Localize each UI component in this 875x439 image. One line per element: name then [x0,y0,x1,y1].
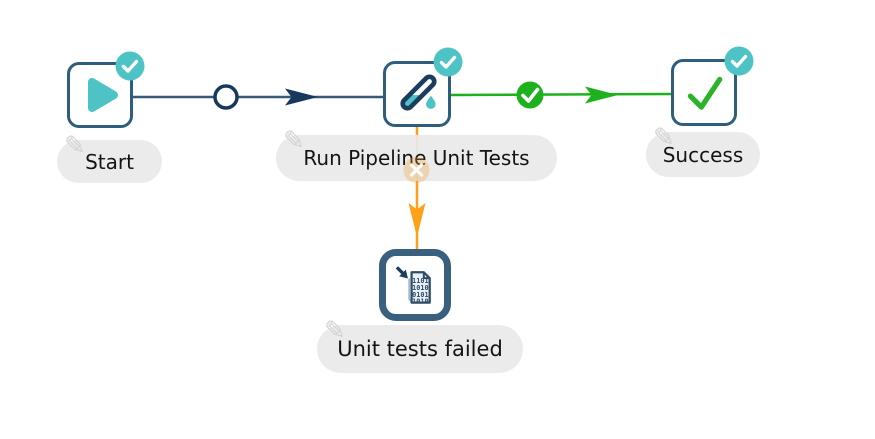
label-start[interactable]: ✎ Start [57,133,162,183]
arrow-down-right-icon [398,269,408,278]
binary-line: 1010 [412,283,428,291]
node-unit-tests-failed[interactable]: 1101 1010 0101 1010 [379,249,451,321]
node-label-text: Run Pipeline Unit Tests [303,146,530,170]
failure-x-circle-icon[interactable] [403,157,430,183]
check-badge-icon [433,47,463,77]
green-check-icon [687,76,723,110]
arrowhead-icon [408,203,426,237]
arrowhead-icon [585,86,618,104]
arrowhead-icon [285,88,318,106]
hop-line[interactable] [450,92,673,97]
status-check-badge [433,47,463,77]
node-label-text: Unit tests failed [337,337,503,361]
label-unit-tests-failed[interactable]: ✎ Unit tests failed [317,318,523,373]
binary-line: 1101 [412,277,428,285]
status-check-badge [115,51,145,81]
check-badge-icon [115,51,145,81]
label-run-pipeline-unit-tests[interactable]: ✎ Run Pipeline Unit Tests [276,128,557,181]
hop-start-to-run[interactable] [133,84,385,110]
status-check-badge [724,46,754,76]
binary-line: 1010 [412,297,428,305]
node-success[interactable] [671,59,737,126]
label-success[interactable]: ✎ Success [646,125,760,177]
unconditional-circle-icon[interactable] [213,84,239,110]
node-label-text: Success [662,142,744,167]
check-badge-icon [724,46,754,76]
binary-file-icon: 1101 1010 0101 1010 [395,265,431,305]
check-icon [521,87,540,103]
binary-line: 0101 [412,290,428,298]
test-tube-icon [400,74,437,111]
node-label-text: Start [85,149,134,174]
play-icon [88,78,118,112]
success-condition-circle-icon[interactable] [516,81,544,109]
hop-run-to-success[interactable] [450,81,673,109]
